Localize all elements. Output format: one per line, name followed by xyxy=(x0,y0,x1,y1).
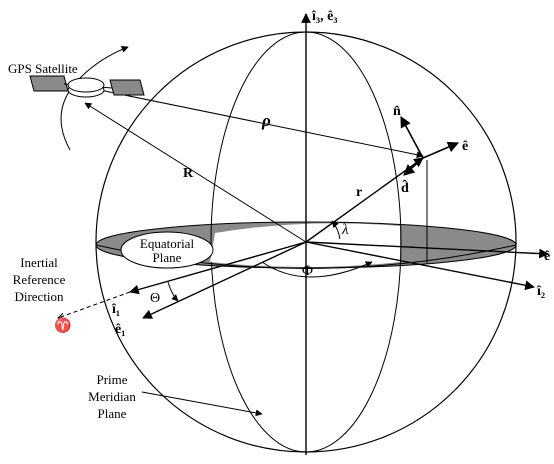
r-label: r xyxy=(356,185,362,200)
rho-label: ρ xyxy=(261,111,271,130)
lambda-label: λ xyxy=(341,222,349,238)
theta-arc xyxy=(167,281,179,302)
prime-meridian-label-3: Plane xyxy=(98,406,127,421)
prime-meridian-label-2: Meridian xyxy=(88,389,136,404)
gps-satellite-label: GPS Satellite xyxy=(8,61,78,76)
equatorial-label-1: Equatorial xyxy=(140,236,195,251)
inertial-reference-dashed xyxy=(58,291,131,318)
equatorial-label-oval xyxy=(120,231,214,269)
e1-axis xyxy=(142,241,307,319)
e2-hat-label: ê xyxy=(544,249,550,264)
i2-axis xyxy=(305,241,535,291)
gps-satellite-icon xyxy=(29,75,145,98)
inertial-label-2: Reference xyxy=(13,272,66,287)
equatorial-label-2: Plane xyxy=(153,250,182,265)
R-label: R xyxy=(183,166,194,181)
phi-arc xyxy=(261,261,373,278)
e-hat-label: ê xyxy=(462,139,468,154)
d-hat-vector xyxy=(403,157,424,176)
prime-meridian-label-1: Prime xyxy=(96,372,127,387)
theta-label: Θ xyxy=(150,291,160,306)
n-hat-vector xyxy=(400,116,424,159)
n-hat-label: n̂ xyxy=(393,104,401,119)
d-hat-label: d̂ xyxy=(401,178,409,196)
rho-vector xyxy=(89,87,424,159)
i1-hat-label: î₁ xyxy=(111,302,120,317)
aries-symbol: ♈ xyxy=(54,317,71,334)
prime-meridian-pointer xyxy=(141,391,263,417)
phi-label: Φ xyxy=(302,263,313,279)
i2-hat-label: î₂ xyxy=(536,284,545,299)
inertial-label-3: Direction xyxy=(14,289,64,304)
e1-hat-label: ê₁ xyxy=(115,322,125,337)
i3-e3-label: î₃, ê₃ xyxy=(311,9,338,24)
e-hat-vector xyxy=(422,141,460,159)
inertial-label-1: Inertial xyxy=(20,255,58,270)
i1-axis xyxy=(129,241,307,295)
R-vector xyxy=(84,102,307,243)
